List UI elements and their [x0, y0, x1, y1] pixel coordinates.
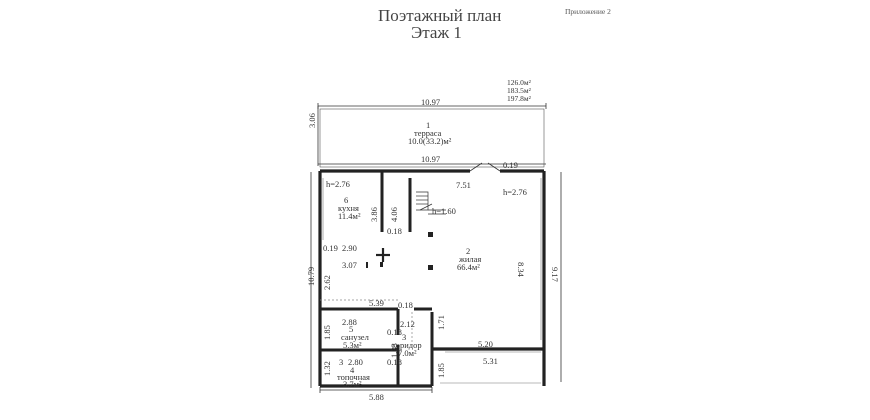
stair-height: h=1.60 — [432, 206, 456, 216]
boiler-name: топочная — [337, 372, 370, 382]
window-marks — [322, 178, 542, 384]
corridor-number: 3 — [402, 332, 407, 342]
terrace-area: 10.0(33.2)м² — [408, 136, 452, 146]
dim-018-d: 0.18 — [387, 357, 402, 367]
dim-018-a: 0.18 — [387, 226, 402, 236]
dim-280-prefix: 3 — [339, 357, 344, 367]
area-total-2: 183.5м² — [507, 86, 531, 95]
staircase — [416, 191, 446, 215]
dim-133: 1.33 — [389, 343, 399, 358]
appendix-label: Приложение 2 — [565, 7, 611, 16]
dim-inner-width: 10.97 — [421, 154, 441, 164]
corridor-name: коридор — [392, 340, 422, 350]
terrace-outline — [319, 108, 545, 168]
kitchen-number: 6 — [344, 195, 349, 205]
dim-834: 8.34 — [516, 262, 526, 277]
boiler-number: 4 — [350, 365, 355, 375]
dim-531: 5.31 — [483, 356, 498, 366]
dim-307: 3.07 — [342, 260, 357, 270]
dashed-lines — [320, 299, 413, 345]
living-number: 2 — [466, 246, 471, 256]
bath-name: санузел — [341, 332, 369, 342]
corridor-area: 7.0м² — [398, 348, 417, 358]
dim-751: 7.51 — [456, 180, 471, 190]
cross-symbol — [376, 248, 390, 262]
dim-290: 2.90 — [342, 243, 357, 253]
dim-019-left: 0.19 — [323, 243, 338, 253]
dim-917: 9.17 — [550, 267, 560, 282]
dim-288: 2.88 — [342, 317, 357, 327]
area-total-3: 197.8м² — [507, 94, 531, 103]
terrace-number: 1 — [426, 120, 431, 130]
living-area: 66.4м² — [457, 262, 480, 272]
bath-number: 5 — [349, 324, 354, 334]
area-total-1: 126.0м² — [507, 78, 531, 87]
dim-262: 2.62 — [322, 275, 332, 290]
dim-018-b: 0.18 — [398, 300, 413, 310]
boiler-area: 3.7м² — [343, 379, 362, 389]
dim-019-top: 0.19 — [503, 160, 518, 170]
living-name: жилая — [459, 254, 482, 264]
floor-label: Этаж 1 — [411, 23, 462, 42]
columns — [366, 232, 433, 270]
dim-386: 3.86 — [369, 207, 379, 222]
bath-area: 5.3м² — [343, 340, 362, 350]
dim-212: 2.12 — [400, 319, 415, 329]
dim-1079: 10.79 — [306, 266, 316, 286]
height-left: h=2.76 — [326, 179, 350, 189]
dim-185-right: 1.85 — [436, 363, 446, 378]
kitchen-area: 11.4м² — [338, 211, 361, 221]
dim-132: 1.32 — [322, 361, 332, 376]
kitchen-name: кухня — [338, 203, 359, 213]
dim-018-c: 0.18 — [387, 327, 402, 337]
dim-185-left: 1.85 — [322, 325, 332, 340]
dim-top-width: 10.97 — [421, 97, 441, 107]
terrace-name: терраса — [414, 128, 442, 138]
dim-520: 5.20 — [478, 339, 493, 349]
dim-171: 1.71 — [436, 315, 446, 330]
dim-406: 4.06 — [389, 207, 399, 222]
dimension-lines — [310, 103, 562, 393]
height-right: h=2.76 — [503, 187, 527, 197]
dim-539: 5.39 — [369, 298, 384, 308]
plan-title: Поэтажный план — [378, 6, 502, 25]
inner-walls — [320, 171, 434, 386]
entrance-door — [469, 162, 501, 172]
dim-terrace-depth: 3.06 — [307, 113, 317, 128]
dim-280: 2.80 — [348, 357, 363, 367]
dim-bottom-width: 5.88 — [369, 392, 384, 402]
